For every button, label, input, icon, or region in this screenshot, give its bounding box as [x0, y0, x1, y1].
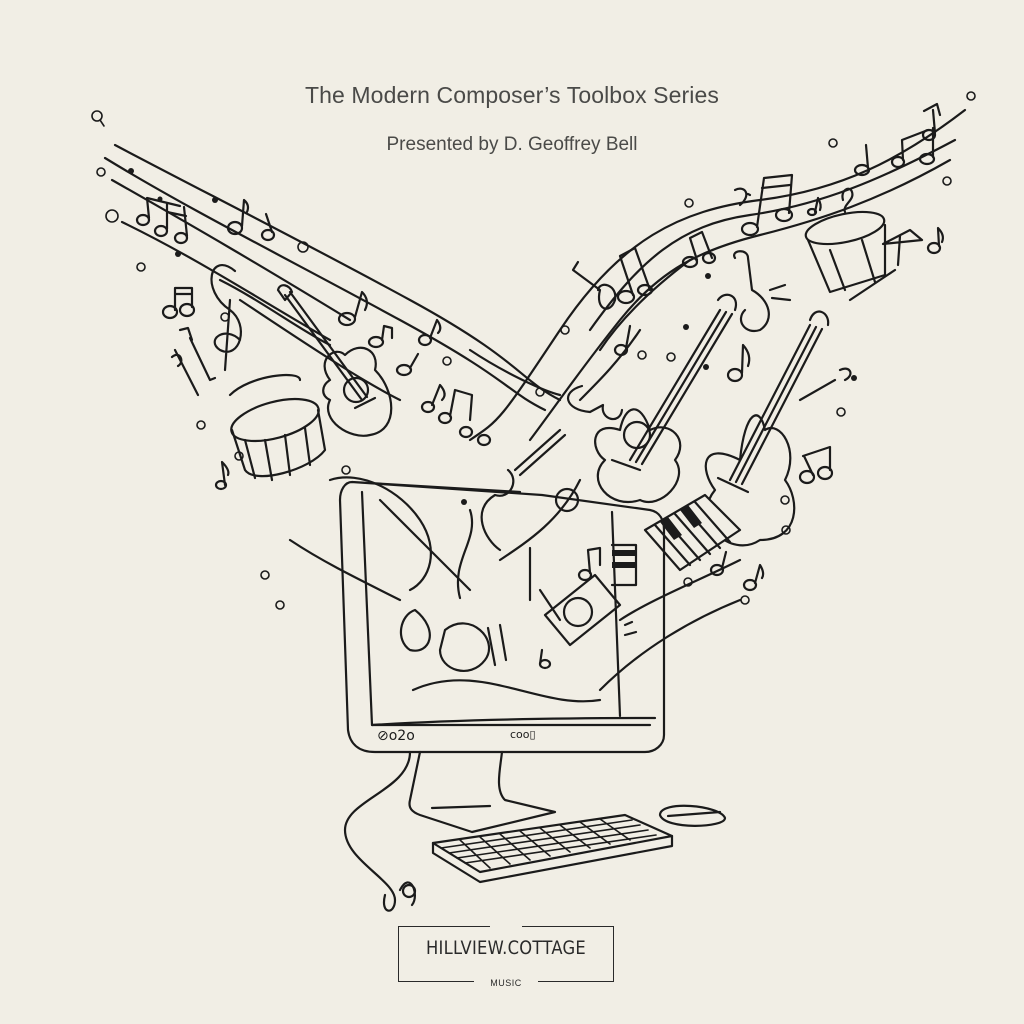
scatter-circles: [91, 91, 976, 610]
logo-frame-line: [613, 926, 614, 982]
piano-keys-icon: [643, 493, 742, 572]
monitor-stand-icon: [408, 750, 557, 834]
drum-icon: [228, 373, 327, 482]
keyboard-icon: [431, 813, 674, 884]
logo-frame-line: [398, 981, 474, 982]
logo-name: HILLVIEW.COTTAGE: [425, 937, 586, 959]
stream-inside-monitor: [288, 428, 742, 703]
left-staff-lines: [103, 143, 562, 412]
logo-frame-line: [522, 926, 614, 927]
bezel-mark-center: coo▯: [510, 728, 536, 741]
mouse-icon: [658, 804, 727, 827]
mouse-cable: [343, 750, 417, 912]
right-staff-lines: [468, 108, 967, 442]
monitor-icon: ⊘o2o coo▯: [338, 480, 666, 754]
logo-subtitle: MUSIC: [490, 978, 522, 988]
bezel-mark-left: ⊘o2o: [377, 728, 415, 744]
cello-icon: [704, 310, 852, 547]
brand-logo: HILLVIEW.COTTAGE MUSIC: [398, 926, 614, 988]
guitar-icon: [276, 284, 393, 437]
trumpet-icon: [733, 250, 792, 333]
violin-icon: [594, 293, 738, 503]
cover-title: The Modern Composer’s Toolbox Series: [305, 82, 719, 108]
snare-drum-icon: [804, 210, 897, 302]
logo-frame-line: [398, 926, 490, 927]
logo-frame-line: [538, 981, 614, 982]
left-notes: [135, 196, 492, 491]
logo-frame-line: [398, 926, 399, 982]
right-notes: [566, 102, 944, 592]
cover-subtitle: Presented by D. Geoffrey Bell: [386, 134, 638, 155]
